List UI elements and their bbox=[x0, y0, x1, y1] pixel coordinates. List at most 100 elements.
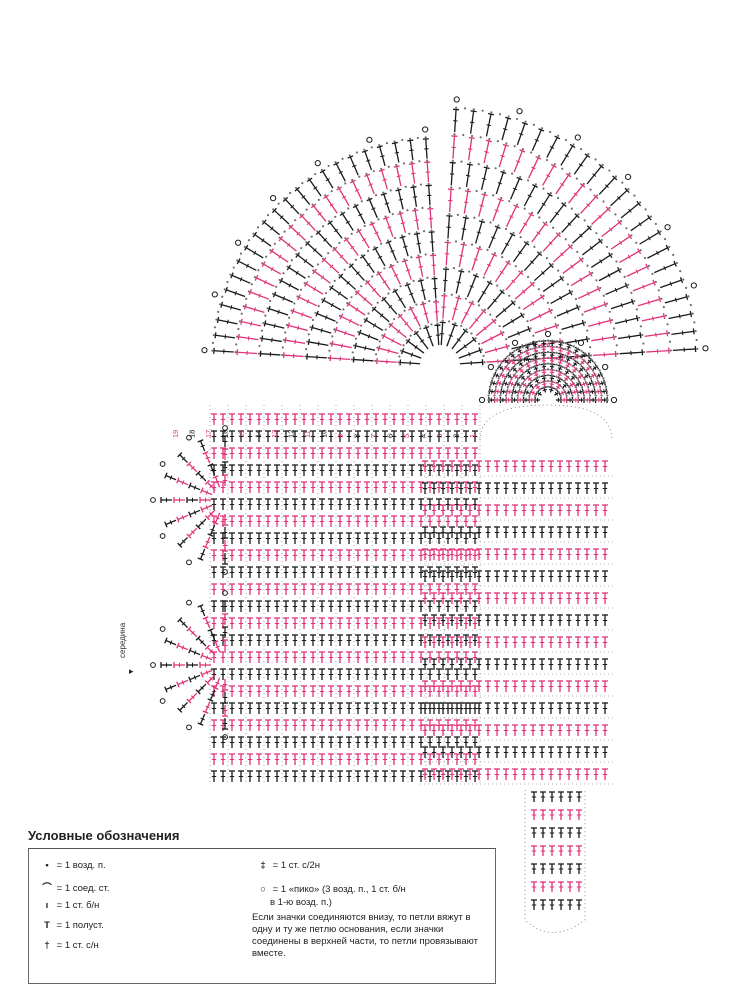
chain-mark bbox=[546, 301, 550, 304]
stitch-mark bbox=[354, 289, 360, 296]
stitch-mark bbox=[535, 385, 540, 390]
stitch-mark bbox=[339, 211, 346, 217]
chain-mark bbox=[499, 394, 502, 397]
stitch-mark bbox=[586, 291, 590, 296]
stitch-mark bbox=[261, 261, 266, 268]
stitch-mark bbox=[681, 330, 684, 336]
stitch-mark bbox=[548, 341, 551, 346]
chain-mark bbox=[470, 332, 473, 335]
chain-mark bbox=[533, 364, 537, 368]
chain-mark bbox=[559, 394, 562, 397]
stitch-mark bbox=[608, 227, 613, 232]
stitch-mark bbox=[527, 326, 531, 333]
stitch-mark bbox=[510, 381, 514, 387]
chain-mark bbox=[558, 383, 562, 387]
chain-mark bbox=[506, 355, 509, 358]
stitch-mark bbox=[605, 184, 609, 189]
stitch-mark bbox=[504, 359, 509, 364]
stitch-mark bbox=[352, 204, 359, 209]
chain-mark bbox=[454, 240, 458, 243]
chain-mark bbox=[522, 313, 525, 316]
stitch-mark bbox=[576, 304, 580, 311]
stitch-mark bbox=[478, 347, 482, 354]
stitch-mark bbox=[381, 296, 387, 302]
stitch-mark bbox=[301, 312, 304, 317]
chain-mark bbox=[433, 275, 436, 279]
chain-mark bbox=[511, 390, 514, 393]
picot-mark bbox=[577, 339, 585, 346]
chain-mark bbox=[305, 347, 308, 351]
chain-mark bbox=[525, 343, 528, 346]
stitch-mark bbox=[397, 212, 404, 215]
stitch-mark bbox=[486, 124, 491, 127]
stitch-mark bbox=[554, 135, 561, 140]
chain-mark bbox=[510, 394, 513, 397]
stitch-mark bbox=[305, 240, 311, 247]
stitch-mark bbox=[514, 389, 517, 395]
stitch-mark bbox=[573, 389, 576, 395]
stitch-mark bbox=[554, 322, 558, 329]
stitch-mark bbox=[478, 220, 486, 224]
stitch-mark bbox=[624, 187, 630, 193]
stitch-mark bbox=[544, 327, 547, 332]
stitch-mark bbox=[564, 377, 569, 381]
chain-mark bbox=[503, 358, 506, 361]
stitch-mark bbox=[579, 183, 586, 188]
chain-mark bbox=[538, 375, 541, 378]
stitch-mark bbox=[580, 360, 585, 365]
chain-mark bbox=[349, 263, 352, 266]
stitch-mark bbox=[297, 325, 300, 331]
stitch-mark bbox=[347, 155, 354, 159]
chain-mark bbox=[589, 377, 593, 380]
chain-mark bbox=[505, 142, 508, 145]
stitch-mark bbox=[387, 348, 390, 354]
chain-mark bbox=[489, 313, 492, 316]
chain-mark bbox=[529, 348, 532, 351]
chain-mark bbox=[310, 235, 313, 238]
stitch-mark bbox=[499, 365, 503, 371]
stitch-mark bbox=[647, 214, 652, 221]
chain-mark bbox=[475, 189, 478, 193]
picot-mark bbox=[487, 363, 494, 371]
stitch-mark bbox=[468, 301, 475, 306]
chain-mark bbox=[221, 295, 224, 298]
chain-mark bbox=[213, 326, 217, 329]
chain-mark bbox=[594, 394, 597, 397]
stitch-mark bbox=[404, 283, 411, 287]
chain-mark bbox=[696, 347, 699, 350]
stitch-mark bbox=[294, 186, 300, 192]
stitch-mark bbox=[247, 335, 250, 341]
chain-mark bbox=[556, 134, 560, 137]
chain-mark bbox=[637, 316, 641, 319]
chain-mark bbox=[327, 356, 330, 360]
stitch-mark bbox=[666, 330, 669, 337]
chain-mark bbox=[448, 320, 451, 323]
chain-mark bbox=[506, 385, 509, 389]
chain-mark bbox=[396, 260, 399, 264]
chain-mark bbox=[418, 160, 421, 163]
stitch-mark bbox=[491, 318, 497, 325]
stitch-mark bbox=[579, 233, 583, 238]
stitch-mark bbox=[517, 250, 523, 255]
chain-mark bbox=[583, 359, 586, 362]
chain-mark bbox=[494, 167, 497, 170]
stitch-mark bbox=[390, 249, 395, 253]
stitch-mark bbox=[607, 273, 611, 278]
chain-mark bbox=[567, 368, 570, 372]
chain-mark bbox=[391, 213, 394, 216]
chain-mark bbox=[551, 339, 554, 342]
stitch-mark bbox=[618, 240, 623, 245]
chain-mark bbox=[534, 394, 537, 397]
chain-mark bbox=[402, 344, 405, 347]
stitch-mark bbox=[656, 250, 659, 256]
chain-mark bbox=[256, 226, 260, 229]
stitch-mark bbox=[220, 301, 224, 308]
chain-mark bbox=[542, 386, 545, 389]
chain-mark bbox=[546, 385, 550, 388]
stitch-mark bbox=[504, 381, 508, 386]
stitch-mark bbox=[382, 280, 387, 284]
chain-mark bbox=[314, 311, 317, 315]
chain-mark bbox=[516, 117, 519, 121]
chain-mark bbox=[538, 216, 541, 219]
chain-mark bbox=[457, 295, 461, 298]
